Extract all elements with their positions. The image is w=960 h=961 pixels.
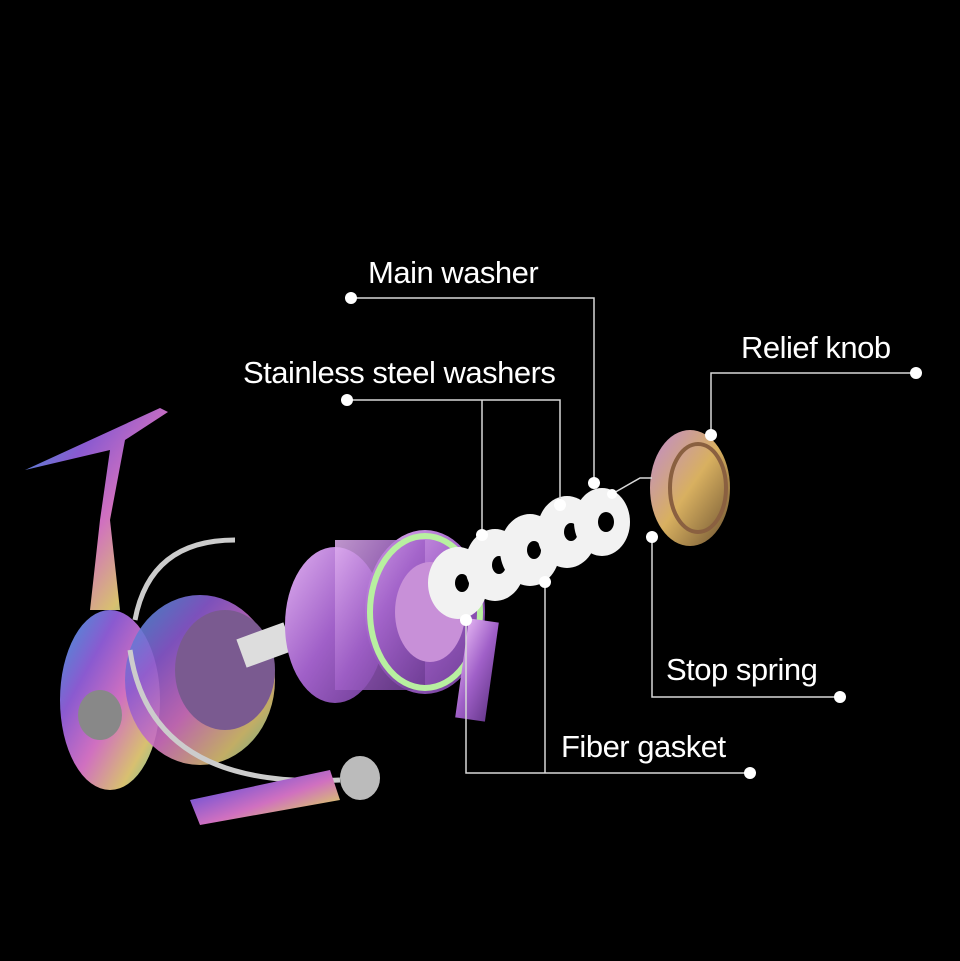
label-stop-spring: Stop spring [666, 652, 818, 687]
relief-knob [650, 430, 730, 546]
leader-lines [347, 297, 916, 774]
washers [428, 488, 630, 619]
reel-body [25, 408, 380, 825]
label-fiber-gasket: Fiber gasket [561, 729, 726, 764]
label-relief-knob: Relief knob [741, 330, 891, 365]
label-main-washer: Main washer [368, 255, 539, 290]
leader-dots [341, 292, 922, 779]
label-stainless-steel-washers: Stainless steel washers [243, 355, 556, 390]
spool [285, 530, 499, 722]
